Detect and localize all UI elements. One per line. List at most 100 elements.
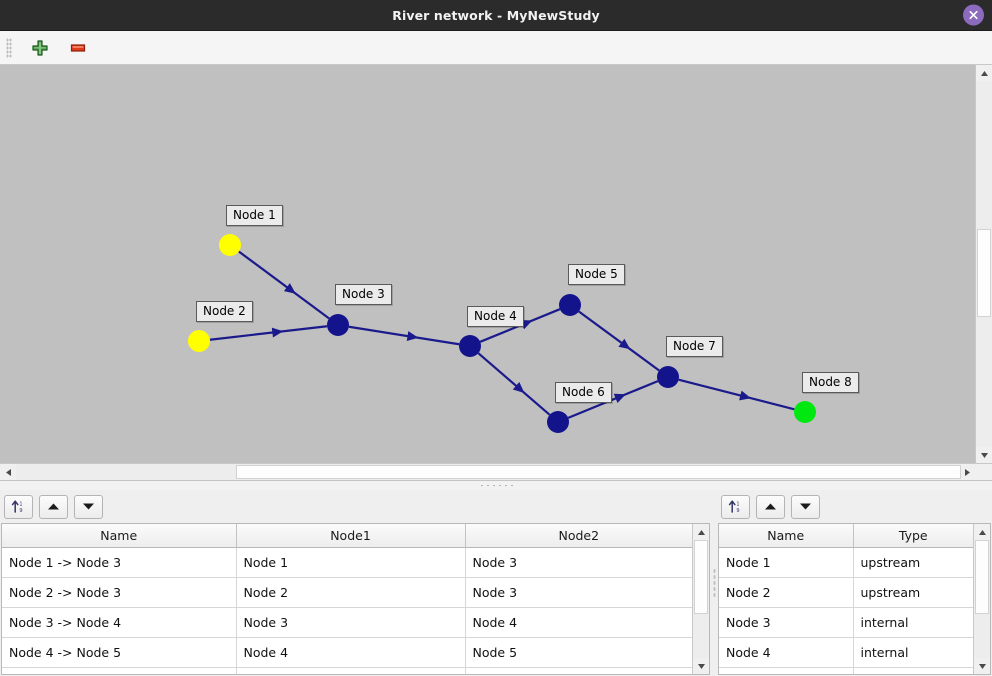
- scroll-down-button[interactable]: [976, 447, 992, 463]
- nodes-move-down-button[interactable]: [791, 494, 820, 519]
- reaches-table-cell[interactable]: Node 1 -> Node 3: [2, 547, 237, 578]
- graph-edge[interactable]: [567, 380, 659, 419]
- reaches-table-cell[interactable]: Node 3: [465, 577, 693, 608]
- graph-node-label-node-4[interactable]: Node 4: [467, 306, 524, 327]
- graph-node-node-6[interactable]: [547, 411, 569, 433]
- close-window-button[interactable]: [963, 4, 984, 26]
- nodes-table-cell[interactable]: Node 2: [719, 577, 854, 608]
- canvas-vertical-scrollbar[interactable]: [975, 65, 992, 463]
- close-icon: [969, 10, 978, 20]
- graph-node-node-7[interactable]: [657, 366, 679, 388]
- reaches-pane: 1 9: [0, 490, 711, 676]
- scroll-left-button[interactable]: [0, 464, 16, 480]
- canvas-hscroll-track[interactable]: [16, 464, 961, 480]
- reaches-scroll-thumb[interactable]: [694, 540, 709, 614]
- reaches-table-cell[interactable]: Node 2 -> Node 3: [2, 577, 237, 608]
- reaches-table-cell[interactable]: Node 2: [236, 577, 466, 608]
- graph-node-node-2[interactable]: [188, 330, 210, 352]
- graph-node-node-4[interactable]: [459, 335, 481, 357]
- nodes-toolbar: 1 9: [717, 490, 992, 523]
- graph-node-label-node-5[interactable]: Node 5: [568, 264, 625, 285]
- nodes-scroll-thumb[interactable]: [975, 540, 989, 614]
- reaches-table-cell[interactable]: Node 5: [465, 637, 693, 668]
- reaches-table-cell[interactable]: Node 1: [236, 547, 466, 578]
- reaches-table-cell[interactable]: Node 4: [465, 607, 693, 638]
- reaches-vertical-scrollbar[interactable]: [692, 524, 709, 674]
- reaches-toolbar: 1 9: [0, 490, 711, 523]
- vertical-splitter[interactable]: [711, 490, 717, 676]
- toolbar-grip[interactable]: [6, 37, 12, 58]
- nodes-table-cell[interactable]: upstream: [853, 547, 973, 578]
- graph-node-label-node-6[interactable]: Node 6: [555, 382, 612, 403]
- graph-node-node-8[interactable]: [794, 401, 816, 423]
- scroll-right-button[interactable]: [959, 464, 975, 480]
- nodes-table-cell[interactable]: upstream: [853, 577, 973, 608]
- network-graph-canvas[interactable]: Node 1 Node 2 Node 3 Node 4 Node 5 Node 6 Node…: [0, 65, 975, 446]
- reaches-table-column-header[interactable]: Node2: [465, 524, 693, 548]
- reaches-move-down-button[interactable]: [74, 494, 103, 519]
- reaches-move-up-button[interactable]: [39, 494, 68, 519]
- nodes-table-cell[interactable]: Node 4: [719, 637, 854, 668]
- canvas-hscroll-thumb[interactable]: [236, 465, 961, 479]
- reaches-table-cell[interactable]: Node 3 -> Node 4: [2, 607, 237, 638]
- nodes-table-cell[interactable]: internal: [853, 637, 973, 668]
- reaches-table-cell[interactable]: Node 4: [236, 637, 466, 668]
- reaches-table-empty-row: [2, 667, 693, 674]
- network-canvas-area: Node 1 Node 2 Node 3 Node 4 Node 5 Node 6 Node…: [0, 65, 992, 463]
- graph-node-label-node-3[interactable]: Node 3: [335, 284, 392, 305]
- add-node-button[interactable]: [28, 36, 52, 60]
- graph-node-label-node-1[interactable]: Node 1: [226, 205, 283, 226]
- graph-edge[interactable]: [238, 250, 330, 320]
- graph-node-label-node-7[interactable]: Node 7: [666, 336, 723, 357]
- graph-edge[interactable]: [477, 352, 551, 416]
- reaches-sort-button[interactable]: 1 9: [4, 494, 33, 519]
- graph-edge[interactable]: [348, 325, 460, 346]
- nodes-scroll-track[interactable]: [974, 540, 990, 658]
- reaches-scroll-up-button[interactable]: [693, 524, 709, 540]
- graph-node-node-3[interactable]: [327, 314, 349, 336]
- canvas-hscroll-region[interactable]: [16, 464, 961, 480]
- reaches-table-cell[interactable]: Node 3: [236, 607, 466, 638]
- canvas-vscroll-track[interactable]: [976, 81, 992, 447]
- reaches-scroll-track[interactable]: [693, 540, 709, 658]
- graph-node-label-node-2[interactable]: Node 2: [196, 301, 253, 322]
- nodes-table-column-header[interactable]: Name: [719, 524, 854, 548]
- nodes-table-cell[interactable]: internal: [853, 607, 973, 638]
- nodes-scroll-down-button[interactable]: [974, 658, 990, 674]
- reaches-scroll-down-button[interactable]: [693, 658, 709, 674]
- nodes-move-up-button[interactable]: [756, 494, 785, 519]
- canvas-horizontal-scrollbar[interactable]: [0, 463, 992, 480]
- graph-edge[interactable]: [678, 378, 795, 411]
- reaches-table-column-header[interactable]: Name: [2, 524, 237, 548]
- nodes-scroll-up-button[interactable]: [974, 524, 990, 540]
- nodes-vertical-scrollbar[interactable]: [973, 524, 990, 674]
- reaches-table-cell[interactable]: Node 3: [465, 547, 693, 578]
- arrow-down-icon: [83, 503, 94, 510]
- remove-node-button[interactable]: [66, 36, 90, 60]
- graph-node-label-node-8[interactable]: Node 8: [802, 372, 859, 393]
- nodes-sort-button[interactable]: 1 9: [721, 494, 750, 519]
- reaches-table-cell[interactable]: Node 4 -> Node 5: [2, 637, 237, 668]
- nodes-table-cell[interactable]: Node 3: [719, 607, 854, 638]
- graph-edge[interactable]: [209, 325, 328, 341]
- graph-node-node-1[interactable]: [219, 234, 241, 256]
- reaches-table-column-header[interactable]: Node1: [236, 524, 466, 548]
- nodes-table-cell[interactable]: Node 1: [719, 547, 854, 578]
- scroll-up-button[interactable]: [976, 65, 992, 81]
- chevron-up-icon: [980, 70, 988, 76]
- graph-node-node-5[interactable]: [559, 294, 581, 316]
- canvas-vscroll-thumb[interactable]: [977, 229, 991, 317]
- graph-edge[interactable]: [578, 310, 660, 372]
- horizontal-splitter[interactable]: [0, 480, 992, 490]
- nodes-table-column-header[interactable]: Type: [853, 524, 973, 548]
